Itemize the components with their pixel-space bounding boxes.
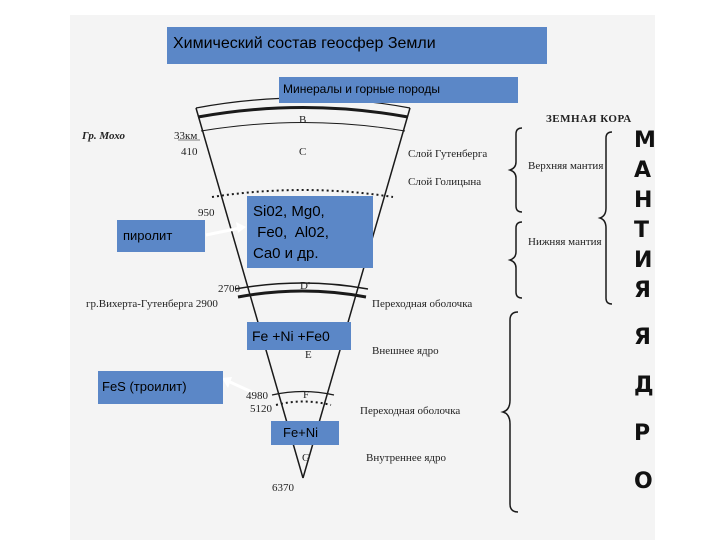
mantle-letter-2: А bbox=[634, 158, 652, 183]
core-mantle-boundary-arc bbox=[237, 289, 367, 299]
wiechert-gutenberg-label: гр.Вихерта-Гутенберга 2900 bbox=[86, 298, 218, 310]
pyrolite-text: пиролит bbox=[123, 228, 173, 243]
fes-arrowhead bbox=[222, 377, 232, 388]
oxides-box: Si02, Mg0, Fe0, Al02, Ca0 и др. bbox=[247, 196, 373, 268]
pyrolite-arrowhead bbox=[236, 222, 246, 233]
minerals-text: Минералы и горные породы bbox=[283, 82, 440, 96]
moho-label: Гр. Мохо bbox=[82, 130, 125, 142]
mantle-letter-3: Н bbox=[634, 188, 653, 213]
core-letter-1: Я bbox=[634, 325, 651, 350]
golitsyn-layer-label: Слой Голицына bbox=[408, 176, 482, 188]
depth-5120-label: 5120 bbox=[250, 403, 272, 415]
right-sector-edge bbox=[302, 107, 411, 479]
core-letter-3: Р bbox=[634, 421, 651, 446]
depth-4980-label: 4980 bbox=[246, 390, 268, 402]
core-letter-4: О bbox=[634, 469, 653, 494]
transition-shell-2-label: Переходная оболочка bbox=[360, 405, 461, 417]
oxides-line-2: Fe0, Al02, bbox=[253, 224, 329, 241]
depth-950-label: 950 bbox=[198, 207, 215, 219]
layer-letter-d: D' bbox=[300, 280, 310, 292]
boundary-950-dotted-arc bbox=[211, 189, 394, 198]
lower-mantle-label: Нижняя мантия bbox=[528, 236, 602, 248]
layer-letter-c: C bbox=[299, 146, 307, 158]
lower-mantle-bracket bbox=[507, 221, 523, 299]
gutenberg-layer-label: Слой Гутенберга bbox=[408, 148, 488, 160]
inner-core-label: Внутреннее ядро bbox=[366, 452, 446, 464]
left-sector-edge bbox=[195, 107, 304, 479]
transition-shell-1-label: Переходная оболочка bbox=[372, 298, 473, 310]
fes-arrow bbox=[229, 380, 255, 395]
boundary-2700-arc bbox=[234, 282, 369, 290]
crust-label: ЗЕМНАЯ КОРА bbox=[546, 113, 632, 125]
upper-mantle-label: Верхняя мантия bbox=[528, 160, 604, 172]
boundary-4980-arc bbox=[271, 390, 335, 396]
layer-letter-b: B bbox=[299, 114, 307, 126]
title-text: Химический состав геосфер Земли bbox=[173, 35, 436, 52]
core-bracket bbox=[500, 311, 519, 513]
boundary-410-arc bbox=[200, 122, 406, 132]
fes-box: FeS (троилит) bbox=[98, 371, 223, 404]
fe-ni-feo-text: Fe +Ni +Fe0 bbox=[252, 328, 330, 344]
layer-letter-f: F bbox=[303, 389, 310, 401]
depth-2700-label: 2700 bbox=[218, 283, 240, 295]
layer-letter-e: E bbox=[305, 349, 312, 361]
upper-mantle-bracket bbox=[507, 127, 523, 213]
core-letter-2: Д bbox=[634, 373, 654, 398]
mantle-bracket bbox=[597, 131, 613, 305]
mantle-letter-4: Т bbox=[634, 218, 650, 243]
layer-letter-g: G bbox=[302, 452, 310, 464]
depth-6370-label: 6370 bbox=[272, 482, 294, 494]
title-box: Химический состав геосфер Земли bbox=[167, 27, 547, 64]
oxides-line-3: Ca0 и др. bbox=[253, 245, 319, 262]
pyrolite-arrow bbox=[205, 226, 241, 237]
moho-boundary-arc bbox=[197, 106, 409, 119]
fe-ni-text: Fe+Ni bbox=[283, 425, 319, 440]
mantle-letter-1: М bbox=[634, 128, 656, 153]
outer-core-label: Внешнее ядро bbox=[372, 345, 439, 357]
fe-ni-feo-box: Fe +Ni +Fe0 bbox=[247, 322, 351, 350]
pyrolite-box: пиролит bbox=[117, 220, 205, 252]
inner-core-boundary-dotted-arc bbox=[275, 400, 332, 406]
depth-410-label: 410 bbox=[181, 146, 198, 158]
mantle-letter-5: И bbox=[634, 248, 653, 273]
fes-text: FeS (троилит) bbox=[102, 379, 187, 394]
fe-ni-box: Fe+Ni bbox=[271, 421, 339, 445]
oxides-line-1: Si02, Mg0, bbox=[253, 203, 325, 220]
depth-33-label: 33км bbox=[174, 130, 198, 142]
mantle-letter-6: Я bbox=[634, 278, 651, 303]
minerals-box: Минералы и горные породы bbox=[279, 77, 518, 103]
